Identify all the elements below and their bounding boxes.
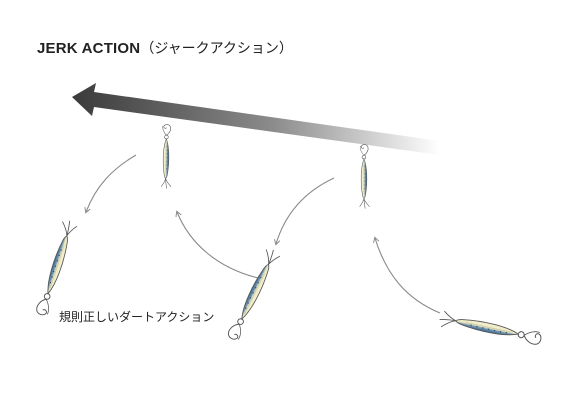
diagram-title: JERK ACTION（ジャークアクション） [37, 38, 293, 58]
jig-lure-icon [359, 144, 370, 209]
title-english: JERK ACTION [37, 40, 141, 57]
jig-lure-icon [32, 218, 79, 318]
curved-arrow-icon [175, 210, 259, 279]
jig-lure-icon [224, 246, 282, 343]
dart-action-caption: 規則正しいダートアクション [59, 310, 215, 324]
title-japanese: （ジャークアクション） [140, 41, 293, 57]
curved-arrow-icon [84, 154, 137, 214]
jig-lure-icon [437, 310, 543, 349]
direction-arrow-icon [72, 83, 440, 155]
curved-arrow-icon [373, 236, 441, 314]
jig-lure-icon [160, 124, 173, 189]
curved-arrow-icon [274, 177, 335, 246]
